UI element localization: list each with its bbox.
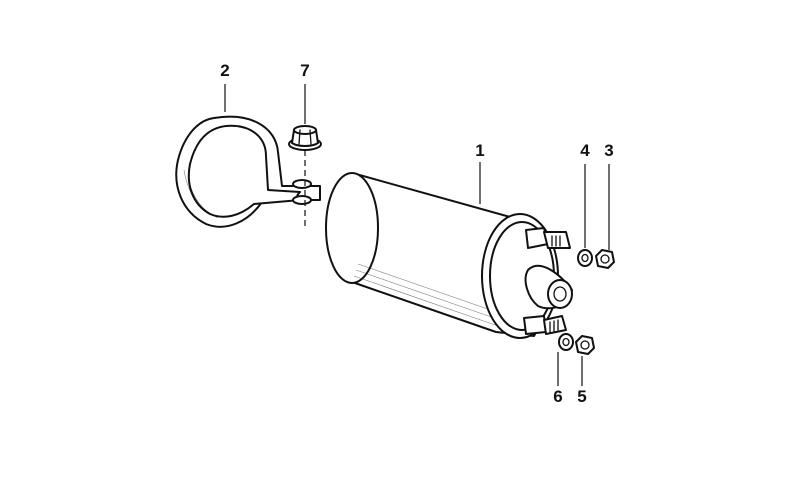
callout-part-7: 7: [300, 61, 310, 80]
callout-part-3: 3: [604, 141, 614, 160]
washer-upper: [577, 249, 593, 267]
callout-part-1: 1: [475, 141, 485, 160]
callout-part-5: 5: [577, 387, 587, 406]
bracket-strap: [175, 115, 321, 228]
hex-nut-upper: [595, 249, 615, 269]
washer-lower: [558, 333, 574, 351]
hex-nut-lower: [575, 335, 595, 355]
callout-part-4: 4: [580, 141, 590, 160]
flange-nut: [288, 125, 322, 151]
ignition-coil: [325, 172, 573, 339]
leader-lines: [224, 84, 610, 386]
callout-part-6: 6: [553, 387, 563, 406]
callout-part-2: 2: [220, 61, 230, 80]
